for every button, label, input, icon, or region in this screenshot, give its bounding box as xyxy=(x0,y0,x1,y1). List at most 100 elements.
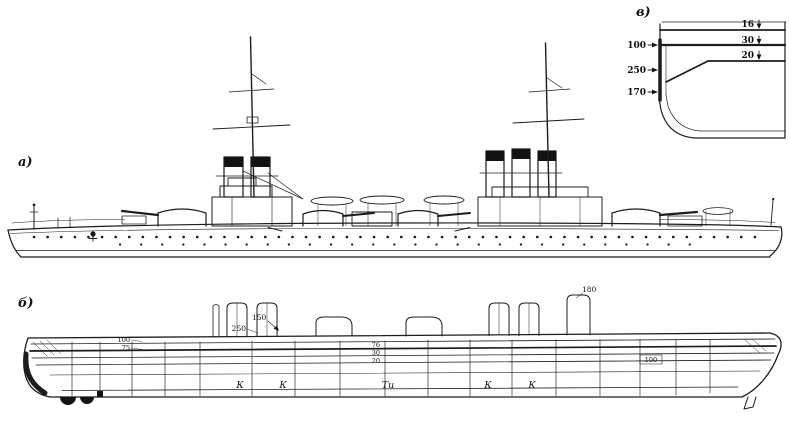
gaff xyxy=(546,77,563,89)
down-arrowhead-icon xyxy=(756,23,762,29)
foremast-group xyxy=(212,36,291,198)
inner-bottom xyxy=(665,94,786,132)
longitudinal-annotations: 250 150 100 75 76 30 20 180 100 xyxy=(118,285,663,365)
bridge-block xyxy=(211,196,293,227)
ships-boat xyxy=(310,196,354,206)
upper-bridge xyxy=(219,185,273,198)
armor-label-mid-30: 30 xyxy=(372,349,380,357)
bow-stem xyxy=(23,337,51,398)
staff-truck xyxy=(32,203,36,207)
funnel-cap xyxy=(251,157,270,167)
ensign-staff xyxy=(770,199,774,226)
fighting-top xyxy=(246,116,259,124)
funnel-cap xyxy=(512,149,530,159)
ships-boat xyxy=(423,195,465,205)
ships-boat xyxy=(359,195,405,205)
lower-deck-slope-20 xyxy=(665,60,786,83)
stern-contour xyxy=(741,332,782,398)
armor-label-mid-20: 20 xyxy=(372,357,380,365)
aft-superstructure xyxy=(477,148,603,227)
profile-hull xyxy=(7,219,783,258)
funnel-cap xyxy=(486,151,504,161)
annotation-pointer xyxy=(242,170,304,200)
leader-line xyxy=(246,328,259,334)
rudder xyxy=(743,396,757,410)
deckhouse xyxy=(351,211,393,227)
cross-section-dim-decks: 16 30 20 xyxy=(741,19,762,61)
aft-vent-casing xyxy=(566,294,591,336)
right-arrowhead-icon xyxy=(652,89,658,95)
funnel-cap xyxy=(538,151,556,161)
gaff xyxy=(251,73,267,85)
bow-railing xyxy=(11,219,126,224)
uptakes-and-casings xyxy=(212,294,591,338)
stern-deckhouse xyxy=(667,215,703,227)
leader-line xyxy=(130,339,143,342)
arrowhead-icon xyxy=(273,325,279,331)
mainmast xyxy=(544,42,550,198)
turret xyxy=(157,208,207,227)
stern-railing xyxy=(659,219,776,223)
forward-turret xyxy=(120,208,207,227)
armor-label-box xyxy=(639,354,663,365)
compartment-label-boiler: К xyxy=(527,380,536,391)
platform-deck-line xyxy=(35,359,772,366)
midship-turret xyxy=(302,209,344,227)
mast-casing xyxy=(212,304,220,338)
pilot-house xyxy=(227,177,257,187)
profile-view: а) xyxy=(7,36,783,258)
cross-section-view: в) 100 250 170 16 xyxy=(627,5,787,139)
armor-label-bow-75: 75 xyxy=(122,344,130,352)
leader-line xyxy=(575,292,584,299)
gun-barrel xyxy=(658,210,699,217)
bow-stem xyxy=(7,229,22,258)
bulkhead-lines xyxy=(71,339,711,397)
upper-yard xyxy=(528,88,571,93)
engine-room-hood xyxy=(405,316,443,337)
hull-appendage xyxy=(97,391,103,397)
armored-stem-band xyxy=(23,351,48,396)
down-arrowhead-icon xyxy=(756,54,762,60)
funnel-cap xyxy=(224,157,243,167)
armor-label-250: 250 xyxy=(232,324,247,333)
longitudinal-view: б) xyxy=(18,285,782,410)
deck-line xyxy=(31,352,775,359)
gun-barrel xyxy=(437,212,471,217)
hull-appendages xyxy=(23,351,757,410)
bottom-shell xyxy=(658,97,786,139)
belt-main-dim: 250 xyxy=(627,66,646,76)
right-arrowhead-icon xyxy=(652,42,658,48)
armor-label-bow-100: 100 xyxy=(118,336,130,344)
lower-platform-line xyxy=(49,370,761,376)
right-arrowhead-icon xyxy=(652,67,658,73)
ships-boat xyxy=(702,207,734,215)
profile-view-label: а) xyxy=(18,155,33,170)
cross-section-dim-left: 100 250 170 xyxy=(627,41,658,98)
upper-yard xyxy=(228,88,275,93)
gun-barrel xyxy=(342,212,375,217)
pointer-lines xyxy=(242,170,304,200)
aft-turret xyxy=(611,208,661,227)
belt-upper-dim: 100 xyxy=(627,41,646,51)
deck-second-line xyxy=(9,228,780,234)
aft-block-divisions xyxy=(499,196,581,227)
anchor-icon xyxy=(88,230,98,242)
longitudinal-hull xyxy=(23,332,782,398)
deck20-dim: 20 xyxy=(741,51,754,61)
lower-yard xyxy=(212,124,291,130)
forward-superstructure xyxy=(211,156,293,227)
deck30-dim: 30 xyxy=(741,36,754,46)
windlass-house xyxy=(121,215,147,225)
hull-appendage xyxy=(80,397,94,404)
gun-barrel xyxy=(120,209,160,217)
upper-deck-line xyxy=(27,332,771,339)
deck16-dim: 16 xyxy=(741,20,754,30)
aft-deck xyxy=(611,197,775,227)
longitudinal-view-label: б) xyxy=(18,296,34,311)
deck-line xyxy=(30,338,776,345)
boat-davits xyxy=(705,210,731,227)
midship-turret xyxy=(397,209,439,227)
casemate-guns xyxy=(267,227,471,232)
hull-appendage xyxy=(60,397,76,405)
